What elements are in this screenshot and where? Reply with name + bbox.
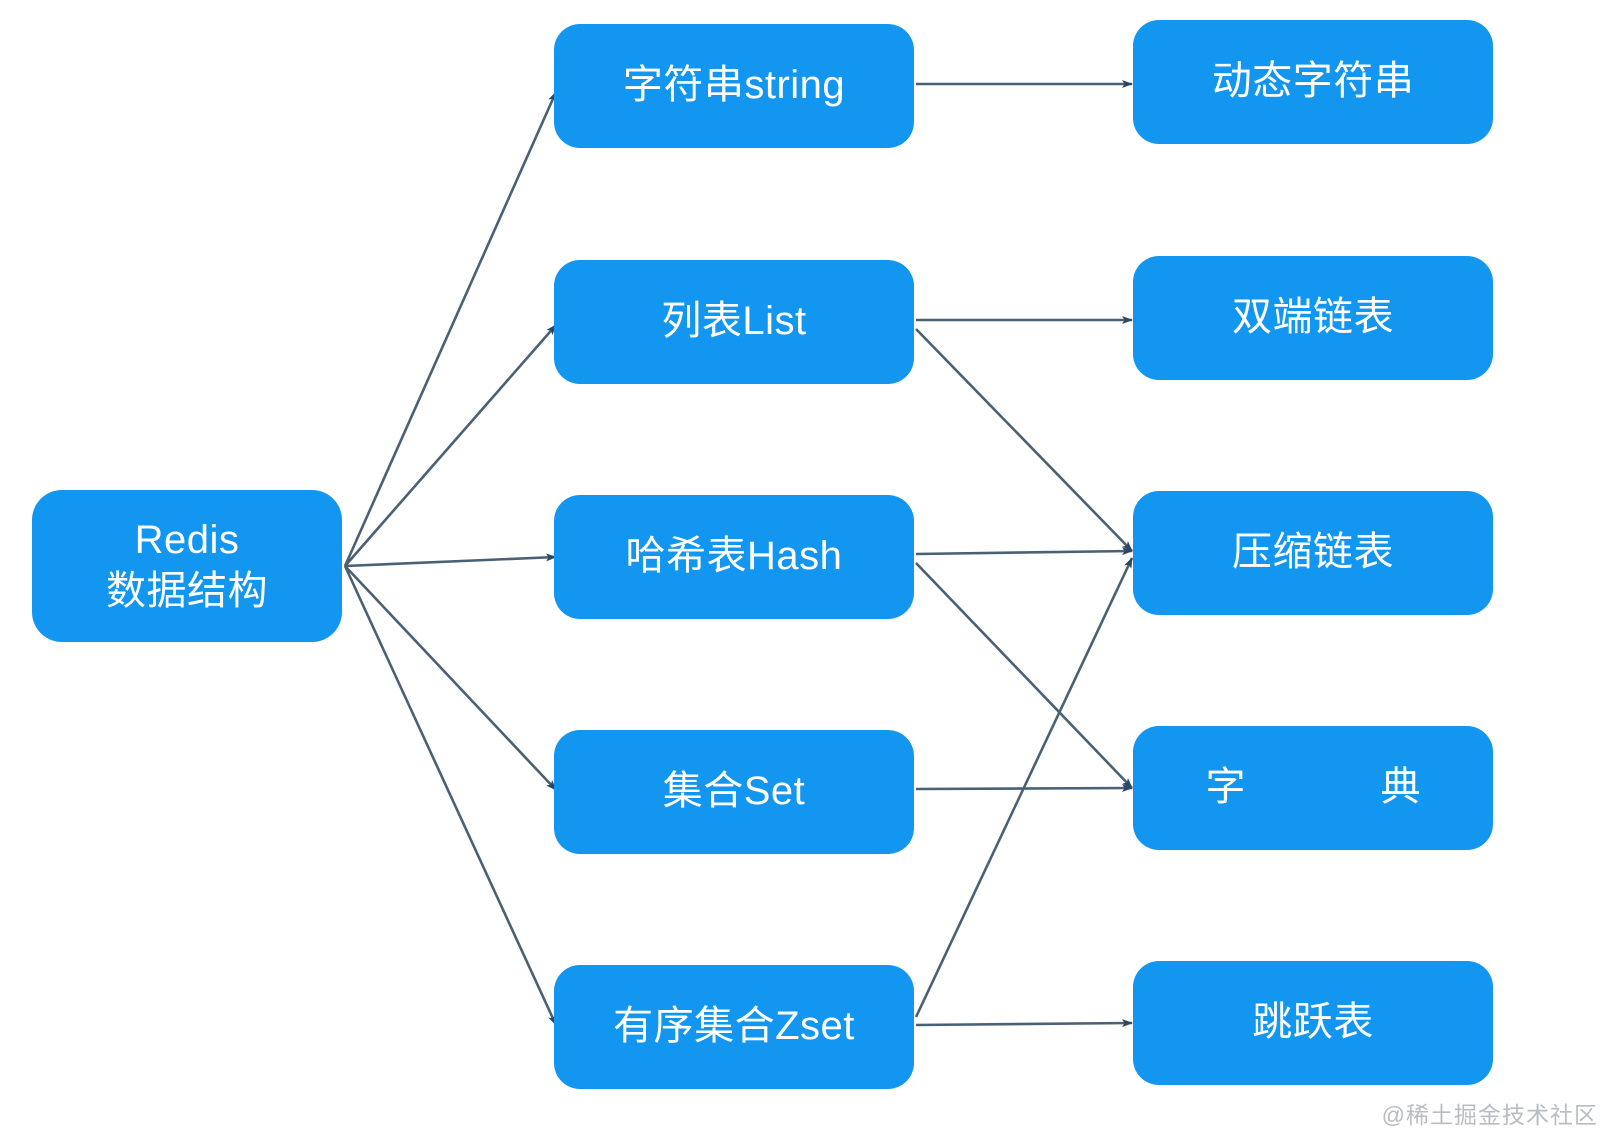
node-label: 动态字符串 — [1211, 59, 1415, 104]
edge-zset-skiplist — [915, 1019, 1133, 1028]
edge-set-dict — [915, 784, 1133, 793]
node-label: 字符串string — [622, 63, 846, 108]
node-zset[interactable]: 有序集合Zset — [554, 965, 914, 1089]
edge-hash-dict — [915, 562, 1133, 789]
node-string[interactable]: 字符串string — [554, 24, 914, 148]
node-label: 有序集合Zset — [613, 1004, 855, 1049]
node-dynamic-string[interactable]: 动态字符串 — [1133, 20, 1493, 144]
node-list[interactable]: 列表List — [554, 260, 914, 384]
watermark: @稀土掘金技术社区 — [1381, 1102, 1598, 1128]
node-label: 集合Set — [662, 769, 806, 814]
edge-root-list — [344, 324, 557, 567]
edge-root-zset — [343, 565, 558, 1026]
node-set[interactable]: 集合Set — [554, 730, 914, 854]
node-label: 哈希表Hash — [625, 534, 843, 579]
edge-zset-ziplist — [914, 557, 1134, 1018]
edge-hash-ziplist — [915, 547, 1133, 556]
node-label: 列表List — [661, 299, 807, 344]
node-ziplist[interactable]: 压缩链表 — [1133, 491, 1493, 615]
node-skiplist[interactable]: 跳跃表 — [1133, 961, 1493, 1085]
edge-root-set — [344, 565, 557, 791]
edge-list-ziplist — [915, 328, 1133, 552]
node-label: 跳跃表 — [1252, 1000, 1374, 1045]
node-double-ended-linked-list[interactable]: 双端链表 — [1133, 256, 1493, 380]
edge-root-hash — [344, 553, 557, 568]
node-label: 字 典 — [1205, 765, 1483, 810]
node-redis-data-structure[interactable]: Redis 数据结构 — [32, 490, 342, 642]
node-dictionary[interactable]: 字 典 — [1133, 726, 1493, 850]
node-label: 压缩链表 — [1232, 530, 1394, 575]
node-hash[interactable]: 哈希表Hash — [554, 495, 914, 619]
node-label: 双端链表 — [1232, 295, 1394, 340]
edge-root-string — [343, 91, 558, 567]
node-label: Redis 数据结构 — [106, 517, 268, 613]
